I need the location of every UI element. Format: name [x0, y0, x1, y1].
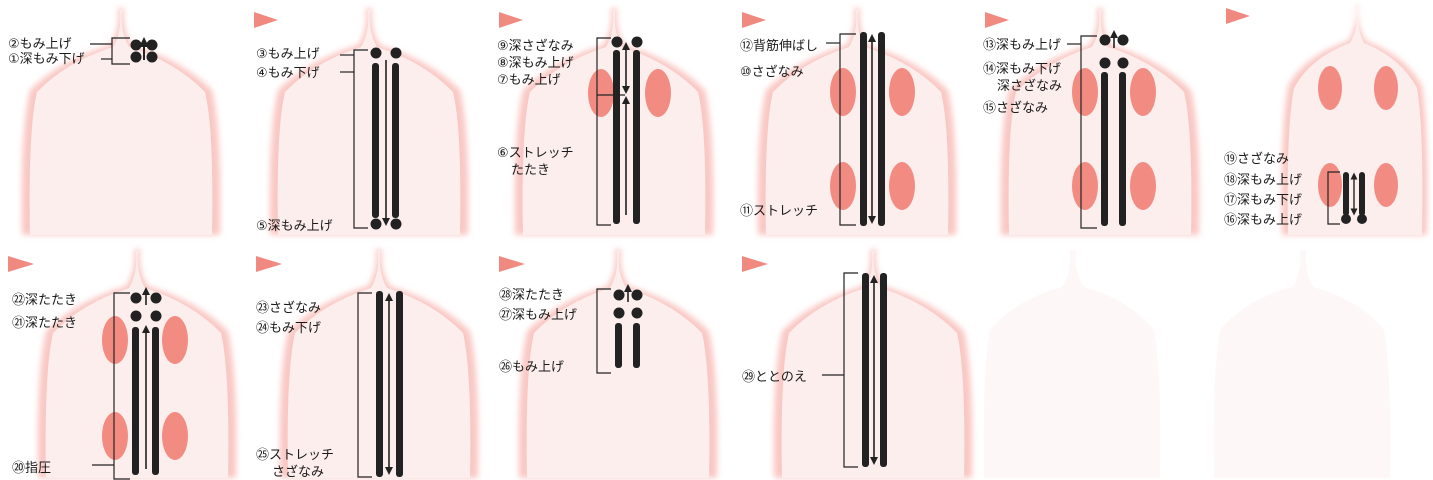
empty-panel-area	[983, 250, 1391, 478]
label-23: ㉓さざなみ	[256, 300, 321, 316]
sequence-arrow-icon	[499, 256, 525, 272]
sequence-arrow-icon	[742, 256, 768, 272]
muscle-areas	[1318, 66, 1398, 207]
label-13: ⑬深もみ上げ	[983, 38, 1061, 53]
muscle-areas	[588, 69, 671, 117]
panel-8: ㉓さざなみ ㉔もみ下げ ㉕ストレッチ さざなみ	[256, 249, 479, 480]
panel-1: ②もみ上げ ①深もみ下げ	[8, 8, 221, 235]
label-17: ⑰深もみ下げ	[1224, 193, 1302, 208]
label-6b: たたき	[511, 163, 550, 178]
label-21: ㉑深たたき	[12, 316, 77, 331]
sequence-arrow-icon	[256, 256, 282, 272]
label-28: ㉘深たたき	[499, 288, 564, 303]
label-25b: さざなみ	[272, 464, 324, 480]
body-silhouette	[773, 249, 973, 478]
muscle-areas	[830, 68, 915, 210]
label-5: ⑤深もみ上げ	[256, 219, 333, 234]
bracket	[1067, 35, 1097, 229]
panel-7: ㉒深たたき ㉑深たたき ⑳指圧	[8, 249, 237, 480]
massage-marks	[611, 36, 643, 224]
bracket	[826, 33, 856, 226]
label-14b: 深さざなみ	[997, 78, 1062, 94]
panel-10: ㉙ととのえ	[742, 249, 973, 478]
label-24: ㉔もみ下げ	[256, 321, 321, 336]
label-25: ㉕ストレッチ	[256, 448, 334, 463]
label-19: ⑲さざなみ	[1224, 151, 1289, 167]
sequence-arrow-icon	[742, 12, 766, 28]
label-11: ⑪ストレッチ	[740, 204, 818, 219]
label-7: ⑦もみ上げ	[497, 73, 561, 88]
panel-3: ⑨深さざなみ ⑧深もみ上げ ⑦もみ上げ ⑥ストレッチ たたき	[497, 8, 714, 235]
sequence-arrow-icon	[8, 256, 34, 272]
bracket	[596, 288, 611, 374]
massage-marks	[130, 37, 158, 63]
sequence-arrow-icon	[1226, 8, 1250, 24]
label-6: ⑥ストレッチ	[497, 146, 574, 161]
label-9: ⑨深さざなみ	[497, 38, 574, 54]
label-22: ㉒深たたき	[12, 293, 77, 308]
panel-4: ⑫背筋伸ばし ⑩さざなみ ⑪ストレッチ	[740, 8, 957, 235]
sequence-arrow-icon	[254, 12, 278, 28]
label-1: ②もみ上げ	[8, 37, 72, 52]
bracket	[90, 37, 130, 65]
muscle-areas	[102, 316, 188, 460]
bracket	[92, 292, 130, 480]
body-silhouette	[269, 8, 469, 235]
label-2: ①深もみ下げ	[8, 52, 85, 67]
label-20: ⑳指圧	[12, 461, 51, 476]
sequence-arrow-icon	[985, 12, 1009, 28]
bracket	[357, 292, 372, 478]
massage-marks	[1099, 30, 1129, 226]
bracket	[340, 49, 368, 229]
label-16: ⑯深もみ上げ	[1224, 213, 1302, 228]
label-3: ③もみ上げ	[256, 47, 320, 62]
body-silhouette	[21, 8, 221, 235]
label-27: ㉗深もみ上げ	[499, 308, 577, 323]
label-12: ⑫背筋伸ばし	[740, 38, 818, 54]
bracket	[596, 37, 625, 226]
bracket	[1327, 171, 1340, 225]
label-29: ㉙ととのえ	[742, 370, 807, 385]
label-18: ⑱深もみ上げ	[1224, 173, 1302, 188]
sequence-arrow-icon	[499, 12, 523, 28]
label-14: ⑭深もみ下げ	[983, 62, 1061, 77]
massage-marks	[130, 287, 162, 475]
panel-9: ㉘深たたき ㉗深もみ上げ ㉖もみ上げ	[499, 249, 718, 478]
massage-marks	[376, 291, 403, 477]
label-15: ⑮さざなみ	[983, 100, 1048, 116]
label-26: ㉖もみ上げ	[499, 360, 564, 375]
panel-6: ⑲さざなみ ⑱深もみ上げ ⑰深もみ下げ ⑯深もみ上げ	[1224, 4, 1428, 235]
panel-5: ⑬深もみ上げ ⑭深もみ下げ 深さざなみ ⑮さざなみ	[983, 8, 1200, 235]
massage-marks	[860, 32, 885, 226]
massage-marks	[862, 273, 887, 467]
label-8: ⑧深もみ上げ	[497, 56, 574, 71]
bracket	[822, 272, 858, 468]
label-4: ④もみ下げ	[256, 66, 320, 81]
label-10: ⑩さざなみ	[740, 64, 804, 80]
massage-marks	[1341, 172, 1367, 224]
massage-marks	[613, 284, 643, 368]
panel-2: ③もみ上げ ④もみ下げ ⑤深もみ上げ	[254, 8, 469, 235]
muscle-areas	[1072, 68, 1156, 210]
massage-marks	[370, 47, 402, 230]
